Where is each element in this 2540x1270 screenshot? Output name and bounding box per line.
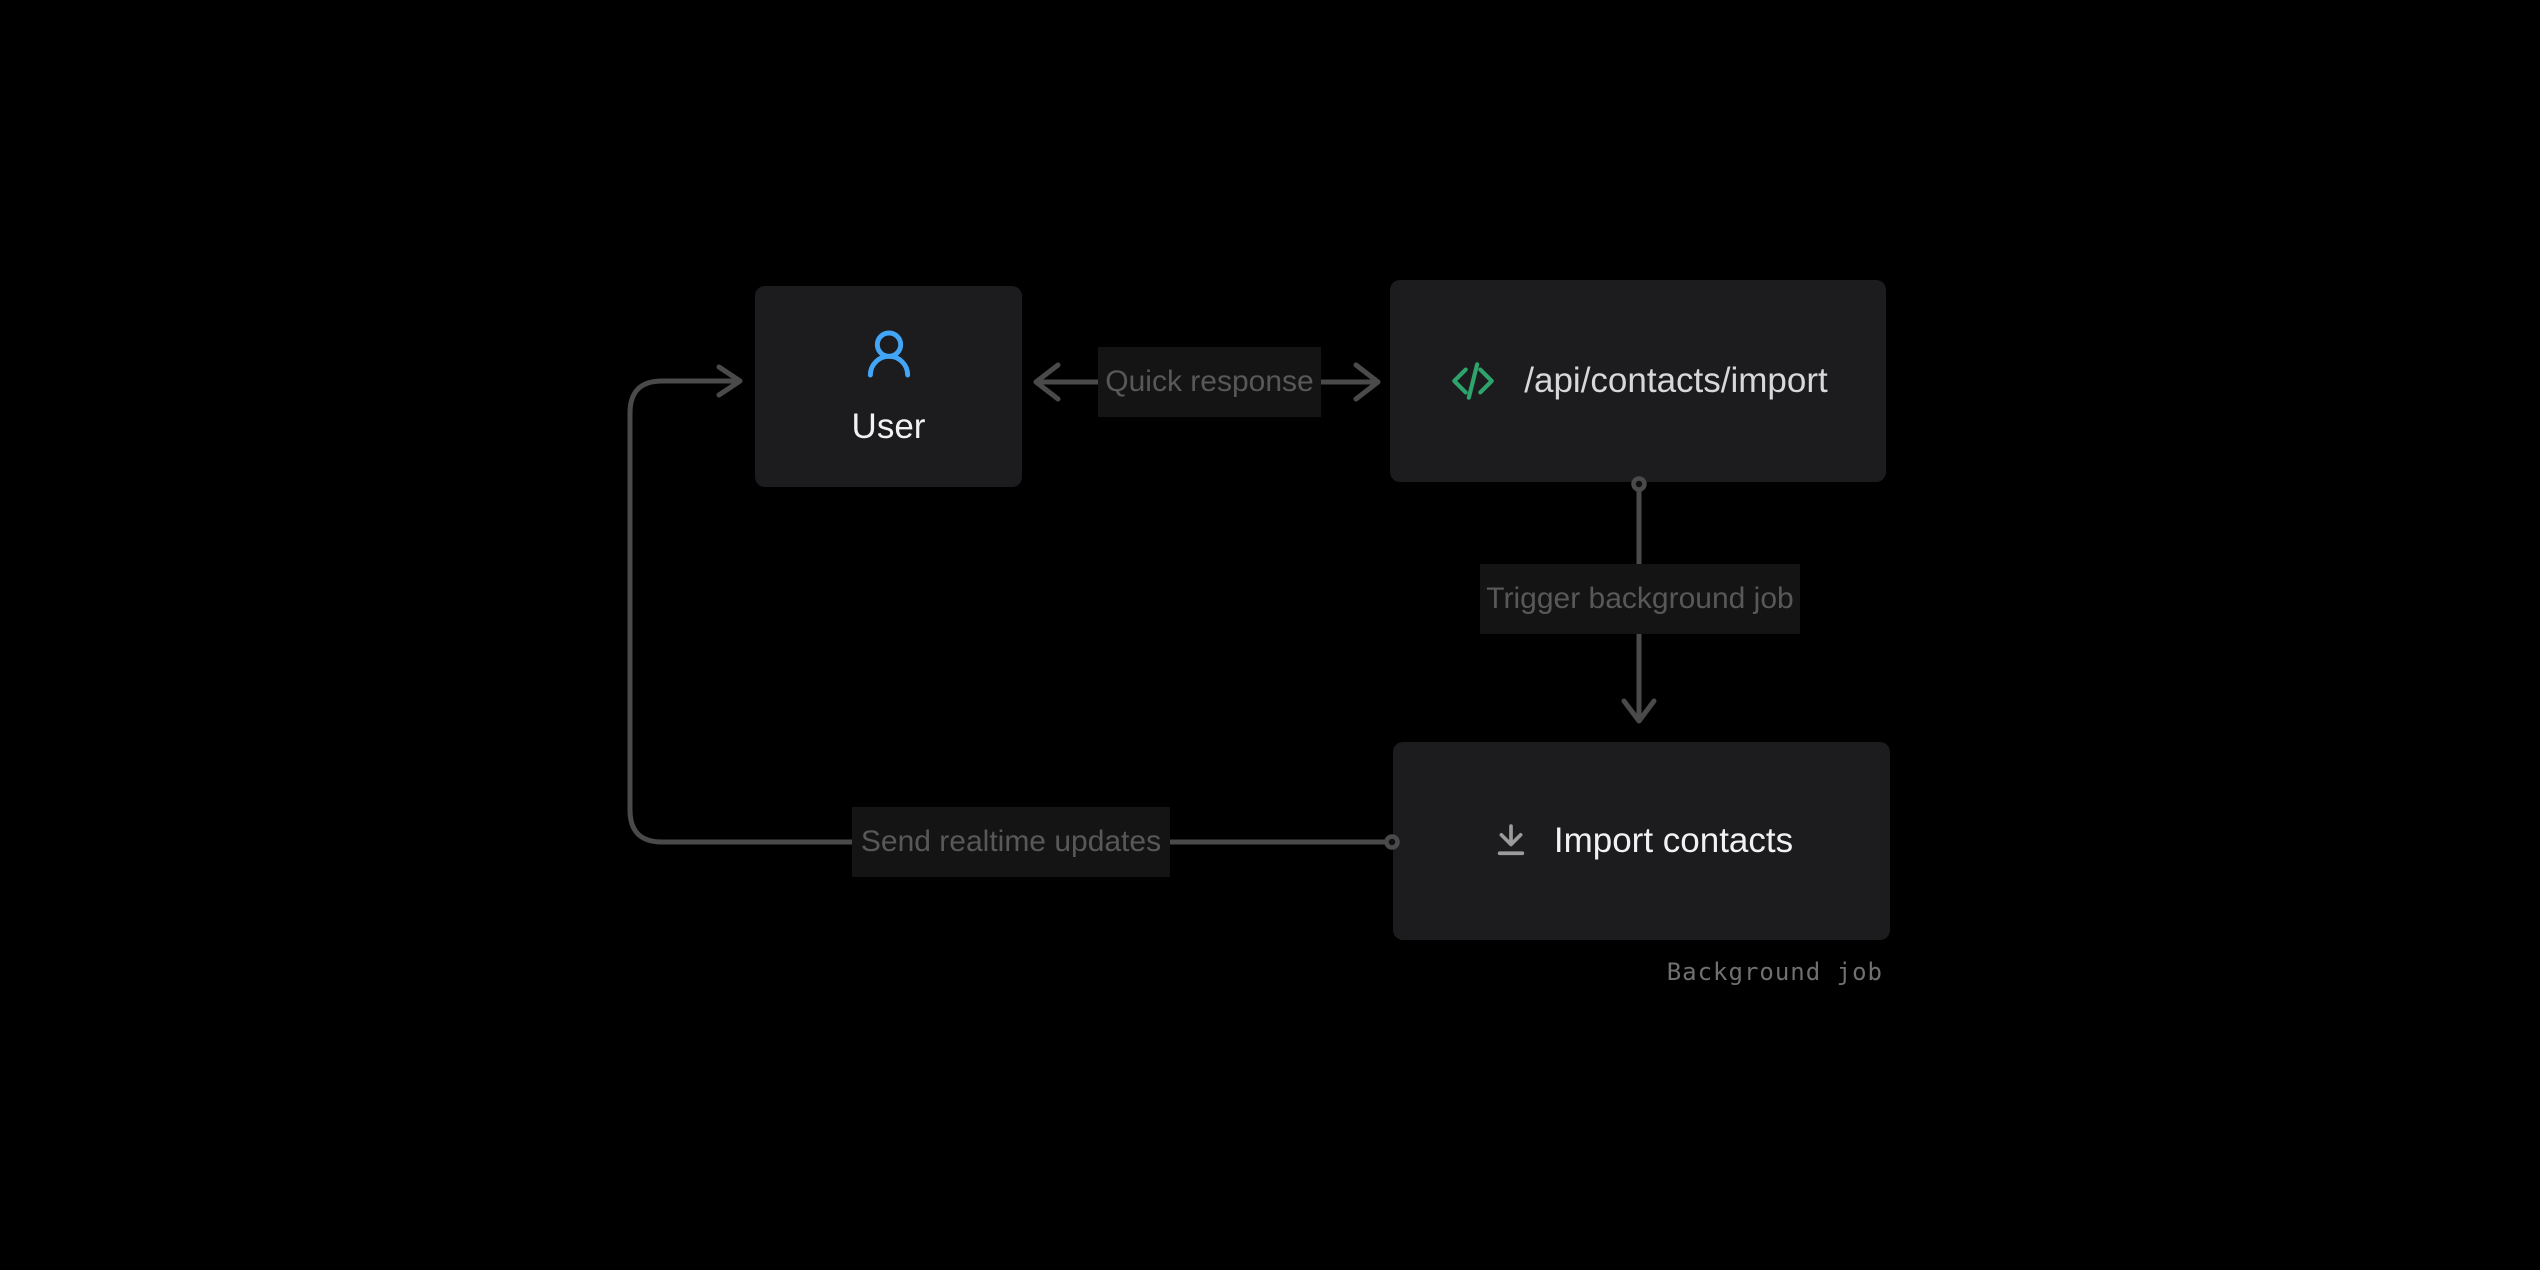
background-job-caption: Background job: [1666, 958, 1883, 986]
node-import-contacts[interactable]: Import contacts: [1393, 742, 1890, 940]
edge-label-text: Trigger background job: [1486, 582, 1794, 615]
arrowhead-left-icon: [1033, 362, 1061, 402]
edge-label-send-realtime-updates[interactable]: Send realtime updates: [852, 807, 1170, 877]
download-icon: [1497, 824, 1525, 856]
edge-label-trigger-background-job[interactable]: Trigger background job: [1480, 564, 1800, 634]
node-user-label: User: [851, 407, 926, 447]
code-icon: [1452, 362, 1495, 400]
arrowhead-down-icon: [1621, 698, 1657, 724]
node-user[interactable]: User: [755, 286, 1022, 487]
arrowhead-loop-icon: [716, 364, 743, 398]
edge-label-text: Quick response: [1105, 365, 1314, 398]
node-api-label: /api/contacts/import: [1524, 360, 1828, 400]
node-api-endpoint[interactable]: /api/contacts/import: [1390, 280, 1886, 482]
node-import-label: Import contacts: [1553, 820, 1794, 860]
user-icon: [867, 330, 910, 378]
edge-label-quick-response[interactable]: Quick response: [1098, 347, 1321, 417]
arrowhead-right-icon: [1353, 362, 1381, 402]
edge-label-text: Send realtime updates: [860, 825, 1162, 858]
